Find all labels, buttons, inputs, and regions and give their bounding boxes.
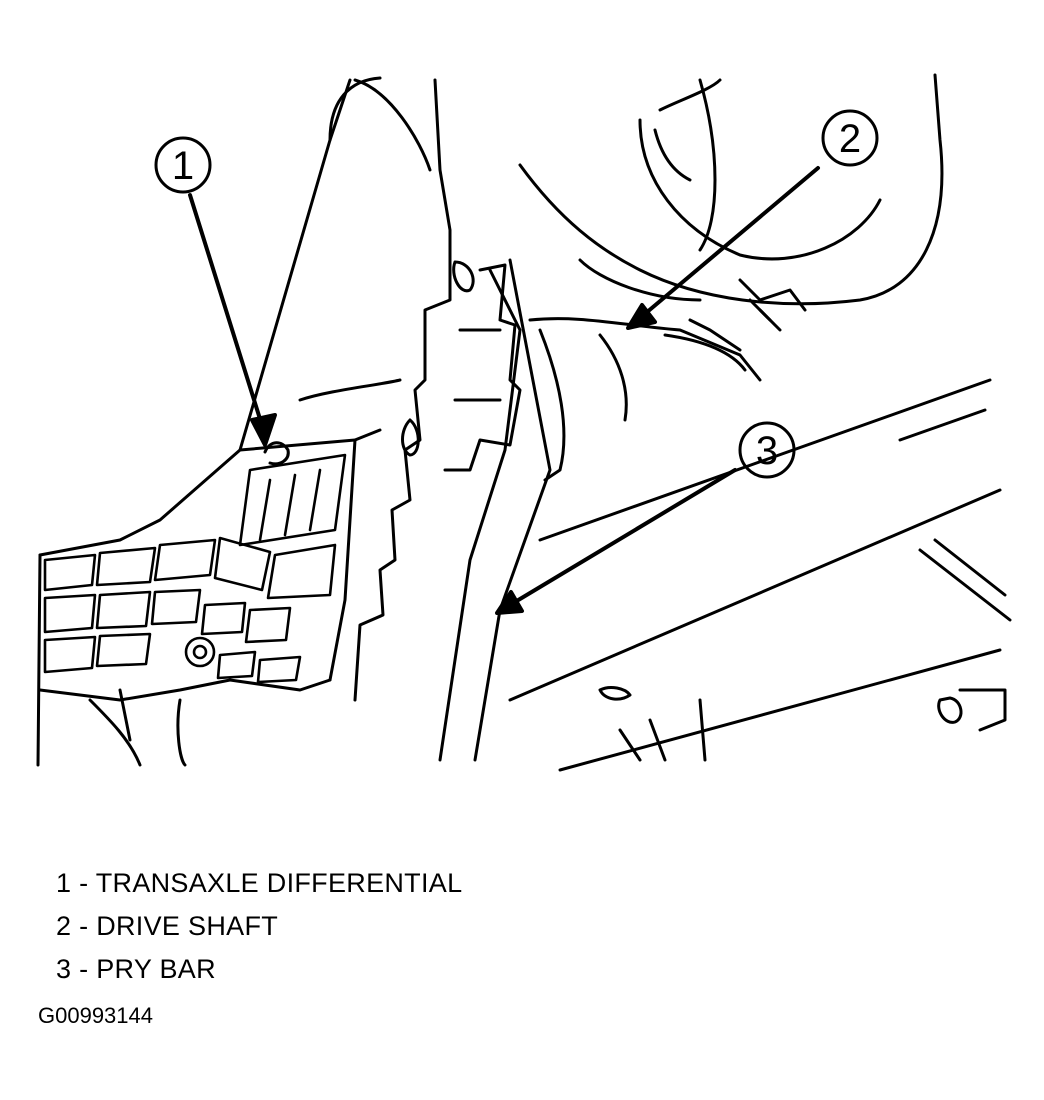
callout-1: 1	[154, 136, 212, 194]
legend-item-transaxle-differential: 1 - TRANSAXLE DIFFERENTIAL	[56, 868, 463, 898]
arrow-1	[188, 193, 267, 437]
arrow-2-head	[626, 303, 657, 330]
drive-shaft	[528, 258, 807, 482]
callout-2: 2	[821, 109, 879, 167]
figure-id: G00993144	[38, 1003, 153, 1028]
upper-component	[518, 73, 944, 306]
housing-ribs	[43, 453, 347, 684]
pry-bar	[438, 258, 552, 762]
legend-item-pry-bar: 3 - PRY BAR	[56, 954, 216, 984]
legend: 1 - TRANSAXLE DIFFERENTIAL 2 - DRIVE SHA…	[56, 862, 462, 991]
line-illustration: 1 2 3	[36, 73, 1012, 772]
arrow-1-head	[250, 413, 277, 447]
arrow-2	[638, 166, 820, 320]
callout-arrows	[188, 166, 820, 615]
callout-1-number: 1	[172, 144, 194, 188]
frame-crossmember	[508, 378, 1012, 772]
callout-3: 3	[738, 421, 796, 479]
arrow-3-head	[495, 590, 524, 615]
arrow-3	[508, 468, 737, 607]
flange-edge	[353, 78, 522, 702]
legend-item-drive-shaft: 2 - DRIVE SHAFT	[56, 911, 279, 941]
transaxle-differential-housing	[36, 76, 432, 767]
callout-3-number: 3	[756, 429, 778, 473]
callout-2-number: 2	[839, 117, 861, 161]
